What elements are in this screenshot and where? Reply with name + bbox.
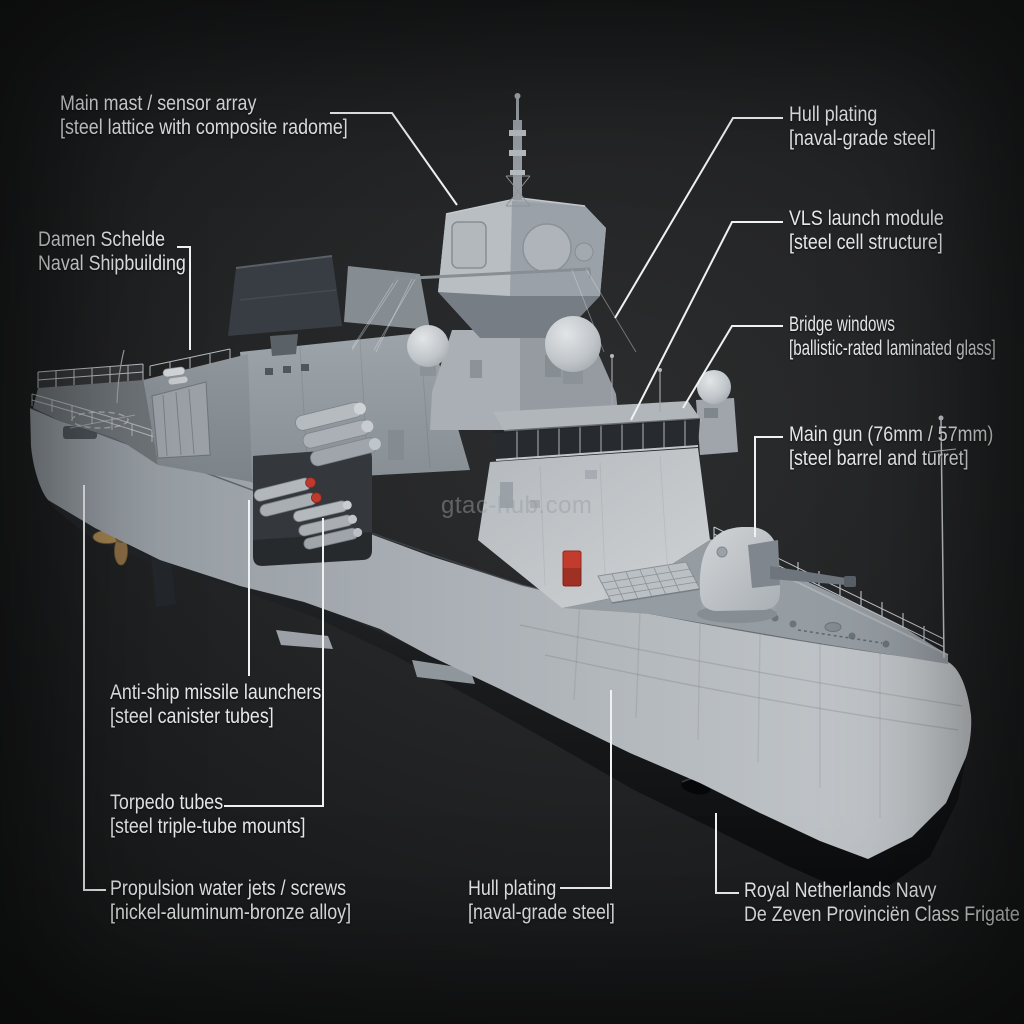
aft-antenna [116, 349, 125, 404]
callout-subtitle: [steel canister tubes] [110, 705, 274, 728]
flight-deck-railing [37, 363, 144, 388]
anchor-chain [797, 629, 883, 644]
radomes [407, 316, 738, 455]
callout-propulsion: Propulsion water jets / screws [nickel-a… [110, 877, 351, 925]
callout-subtitle: [nickel-aluminum-bronze alloy] [110, 901, 352, 924]
superstructure-door [500, 482, 513, 508]
callout-title: VLS launch module [789, 207, 944, 230]
callout-hull-plating-bottom: Hull plating [naval-grade steel] [468, 877, 615, 925]
callout-title: Main mast / sensor array [60, 92, 257, 115]
callout-hull-plating-top: Hull plating [naval-grade steel] [789, 103, 936, 151]
leader-ship-class [715, 813, 739, 894]
antiship-missile-canisters [253, 477, 322, 517]
radome-sphere [407, 325, 449, 367]
bow-mast [928, 415, 957, 659]
callout-bridge-windows: Bridge windows [ballistic-rated laminate… [789, 313, 996, 361]
hangar-roof-railing [149, 348, 231, 376]
gun-barrel [770, 566, 846, 585]
deck-fittings [771, 614, 890, 648]
flight-deck [31, 349, 333, 506]
leader-hull-plating-bottom [560, 690, 612, 889]
main-gun-turret [697, 527, 856, 623]
watermark: gtac-hub.com [441, 492, 593, 519]
leader-hull-plating-top [614, 117, 783, 319]
callout-subtitle: [steel cell structure] [789, 231, 943, 254]
funnel-structure [344, 266, 430, 330]
red-marker [562, 550, 582, 587]
radome-sphere [545, 316, 601, 372]
callout-torpedo-tubes: Torpedo tubes [steel triple-tube mounts] [110, 791, 305, 839]
callout-title: Hull plating [468, 877, 557, 900]
callout-subtitle: Naval Shipbuilding [38, 252, 186, 275]
callout-title: Royal Netherlands Navy [744, 879, 937, 902]
leader-main-mast [330, 112, 458, 206]
leader-lines [83, 112, 783, 894]
callout-ship-class: Royal Netherlands Navy De Zeven Provinci… [744, 879, 1020, 927]
window-mullions [516, 420, 686, 459]
callout-title: Torpedo tubes [110, 791, 224, 814]
callout-title: Damen Schelde [38, 228, 166, 251]
liferaft-canisters [162, 366, 189, 386]
hangar-door [151, 381, 211, 459]
callout-subtitle: [steel barrel and turret] [789, 447, 969, 470]
radome-sphere [697, 370, 731, 404]
callout-title: Hull plating [789, 103, 878, 126]
callout-subtitle: [naval-grade steel] [789, 127, 936, 150]
leader-torpedo [224, 518, 324, 807]
torpedo-tube-canisters [293, 500, 363, 550]
slab-pedestal [270, 334, 298, 356]
callout-title: Bridge windows [789, 313, 895, 336]
apar-panel [451, 221, 487, 269]
wall-door [388, 430, 404, 460]
callout-title: Propulsion water jets / screws [110, 877, 347, 900]
callout-title: Anti-ship missile launchers [110, 681, 322, 704]
stabilizer-fin [276, 630, 333, 649]
stabilizer-fin [412, 660, 475, 684]
apar-face [522, 223, 572, 273]
callout-vls-module: VLS launch module [steel cell structure] [789, 207, 944, 255]
callout-main-mast: Main mast / sensor array [steel lattice … [60, 92, 348, 140]
wall-windows [265, 364, 309, 375]
callout-main-gun: Main gun (76mm / 57mm) [steel barrel and… [789, 423, 993, 471]
callout-subtitle: [steel lattice with composite radome] [60, 116, 348, 139]
leader-builder [177, 246, 191, 350]
leader-bridge-windows [682, 325, 783, 409]
leader-main-gun [754, 436, 783, 537]
callout-title: Main gun (76mm / 57mm) [789, 423, 994, 446]
hull-plate-seams [519, 599, 963, 818]
gun-muzzle [844, 576, 856, 587]
mast-pole [505, 93, 531, 207]
callout-subtitle: De Zeven Provinciën Class Frigate [744, 903, 1020, 926]
callout-subtitle: [naval-grade steel] [468, 901, 615, 924]
radar-slab [228, 256, 342, 336]
large-missile-canisters [295, 401, 381, 467]
callout-builder: Damen Schelde Naval Shipbuilding [38, 228, 186, 276]
callout-subtitle: [ballistic-rated laminated glass] [789, 337, 996, 360]
yardarm [351, 267, 637, 353]
superstructure [143, 255, 470, 566]
callout-missile-launchers: Anti-ship missile launchers [steel canis… [110, 681, 321, 729]
leader-vls [630, 221, 783, 421]
leader-propulsion [83, 485, 106, 891]
bridge-roof [493, 401, 702, 434]
callout-subtitle: [steel triple-tube mounts] [110, 815, 306, 838]
